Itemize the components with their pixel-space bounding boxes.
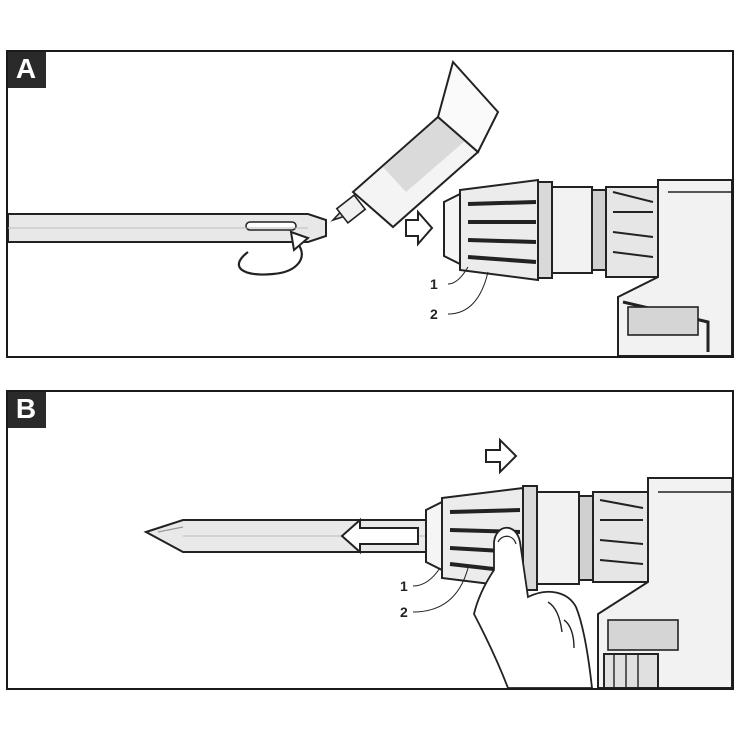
tool-holder-chuck bbox=[425, 485, 649, 591]
callout-1: 1 bbox=[400, 578, 408, 594]
tool-holder-chuck bbox=[443, 178, 659, 282]
hammer-body bbox=[597, 477, 732, 688]
hand bbox=[473, 526, 593, 688]
direction-arrow-icon bbox=[485, 437, 518, 475]
leader-line-1 bbox=[412, 567, 441, 587]
callout-2: 2 bbox=[430, 306, 438, 322]
panel-label-a: A bbox=[8, 52, 46, 88]
callout-1: 1 bbox=[430, 276, 438, 292]
hammer-body bbox=[617, 179, 732, 356]
callout-2: 2 bbox=[400, 604, 408, 620]
chisel-shank bbox=[8, 213, 327, 243]
rotation-arrow-icon bbox=[237, 230, 310, 276]
panel-a: A bbox=[6, 50, 734, 358]
panel-label-b: B bbox=[8, 392, 46, 428]
panel-a-illustration bbox=[8, 59, 732, 356]
push-arrow-icon bbox=[405, 209, 434, 247]
panel-b-illustration bbox=[143, 437, 732, 688]
grease-tube bbox=[330, 59, 500, 229]
leader-line-2 bbox=[412, 567, 469, 613]
leader-line-1 bbox=[447, 266, 469, 285]
pull-arrow-icon bbox=[340, 517, 419, 555]
leader-line-2 bbox=[447, 271, 489, 315]
panel-b: B bbox=[6, 390, 734, 690]
